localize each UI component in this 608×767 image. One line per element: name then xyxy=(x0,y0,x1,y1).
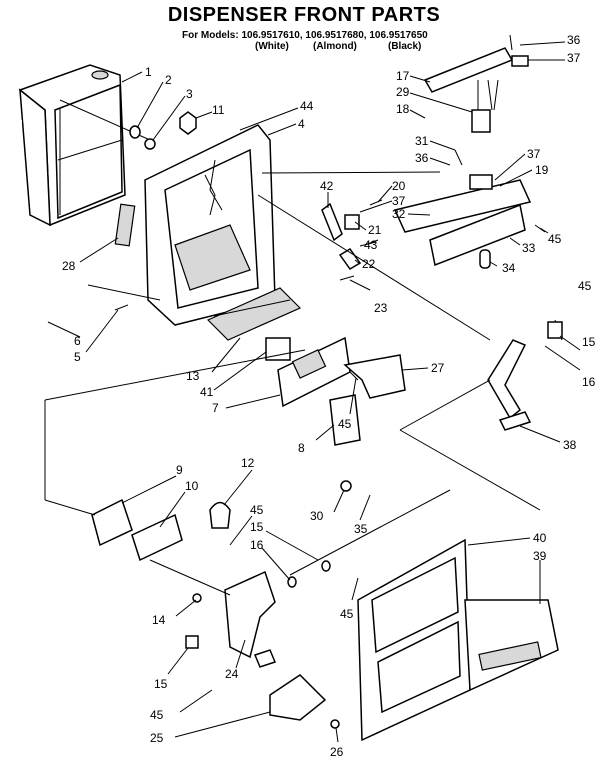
callout-24: 24 xyxy=(225,667,239,681)
callout-17: 17 xyxy=(396,69,410,83)
callout-6: 6 xyxy=(74,334,81,348)
callout-4: 4 xyxy=(298,117,305,131)
callout-16: 16 xyxy=(250,538,264,552)
callout-19: 19 xyxy=(535,163,549,177)
color-almond: (Almond) xyxy=(313,41,357,52)
callout-45-lower: 45 xyxy=(250,503,264,517)
diagram-title: DISPENSER FRONT PARTS xyxy=(167,4,441,26)
callouts: 1 2 3 11 44 4 36 37 17 29 18 31 36 xyxy=(47,33,596,759)
callout-5: 5 xyxy=(74,350,81,364)
callout-35: 35 xyxy=(354,522,368,536)
callout-9: 9 xyxy=(176,463,183,477)
callout-7: 7 xyxy=(212,401,219,415)
callout-26: 26 xyxy=(330,745,344,759)
callout-1: 1 xyxy=(145,65,152,79)
callout-45-far: 45 xyxy=(578,279,592,293)
callout-37-mid: 37 xyxy=(527,147,541,161)
callout-45-panel: 45 xyxy=(340,607,354,621)
color-white: (White) xyxy=(255,41,289,52)
callout-42: 42 xyxy=(320,179,334,193)
callout-11: 11 xyxy=(212,103,225,117)
callout-37: 37 xyxy=(392,194,406,208)
callout-36: 36 xyxy=(415,151,429,165)
callout-22: 22 xyxy=(362,257,376,271)
color-black: (Black) xyxy=(388,41,422,52)
callout-45-mid: 45 xyxy=(338,417,352,431)
callout-2: 2 xyxy=(165,73,172,87)
callout-30: 30 xyxy=(310,509,324,523)
callout-31: 31 xyxy=(415,134,429,148)
callout-32: 32 xyxy=(392,207,406,221)
callout-29: 29 xyxy=(396,85,410,99)
callout-43: 43 xyxy=(364,238,378,252)
callout-40: 40 xyxy=(533,531,547,545)
callout-41: 41 xyxy=(200,385,214,399)
callout-15-right: 15 xyxy=(582,335,596,349)
models-line: For Models: 106.9517610, 106.9517680, 10… xyxy=(182,30,428,41)
callout-25: 25 xyxy=(150,731,164,745)
callout-13: 13 xyxy=(186,369,200,383)
callout-38: 38 xyxy=(563,438,577,452)
callout-36-top: 36 xyxy=(567,33,581,47)
callout-16-right: 16 xyxy=(582,375,596,389)
callout-21: 21 xyxy=(368,223,382,237)
callout-8: 8 xyxy=(298,441,305,455)
callout-14: 14 xyxy=(152,613,166,627)
part-frame xyxy=(144,124,276,326)
callout-27: 27 xyxy=(431,361,445,375)
callout-28: 28 xyxy=(62,259,76,273)
callout-15-lower: 15 xyxy=(154,677,168,691)
callout-12: 12 xyxy=(241,456,255,470)
callout-33: 33 xyxy=(522,241,536,255)
callout-44: 44 xyxy=(300,99,314,113)
callout-45-bottom: 45 xyxy=(150,708,164,722)
callout-18: 18 xyxy=(396,102,410,116)
part-housing xyxy=(18,64,126,227)
callout-37-top: 37 xyxy=(567,51,581,65)
callout-45-right: 45 xyxy=(548,232,562,246)
callout-23: 23 xyxy=(374,301,388,315)
callout-10: 10 xyxy=(185,479,199,493)
callout-15: 15 xyxy=(250,520,264,534)
callout-34: 34 xyxy=(502,261,516,275)
callout-39: 39 xyxy=(533,549,547,563)
callout-20: 20 xyxy=(392,179,406,193)
callout-3: 3 xyxy=(186,87,193,101)
